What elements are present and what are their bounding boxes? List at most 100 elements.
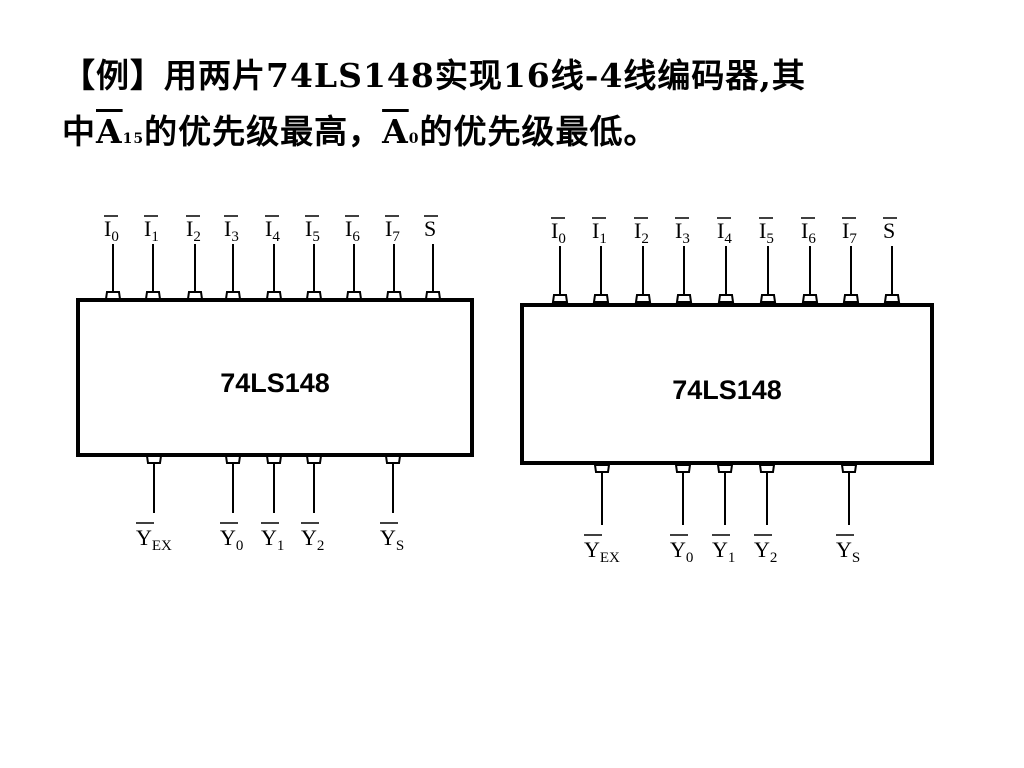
input-pin-i1: I1 xyxy=(144,215,162,300)
pin-connector xyxy=(883,294,901,303)
pin-connector xyxy=(840,464,858,473)
pin-connector xyxy=(265,291,283,300)
pin-label: Y2 xyxy=(301,525,324,554)
input-pin-i0: I0 xyxy=(551,217,569,303)
pin-label: I7 xyxy=(385,216,400,245)
a15-symbol: A xyxy=(96,112,123,151)
pin-connector xyxy=(385,291,403,300)
pin-label: I6 xyxy=(345,216,360,245)
pin-label: I5 xyxy=(759,218,774,247)
pin-label: I3 xyxy=(675,218,690,247)
pin-connector xyxy=(224,455,242,464)
pin-label: I2 xyxy=(634,218,649,247)
output-pin-ys: YS xyxy=(380,455,404,554)
pin-label: Y0 xyxy=(220,525,243,554)
chip-label: 74LS148 xyxy=(220,368,330,398)
output-pin-y0: Y0 xyxy=(670,464,693,566)
output-pin-yex: YEX xyxy=(136,455,172,554)
chip-body xyxy=(520,303,934,465)
example-title: 【例】用两片74LS148实现16线-4线编码器,其 中A15的优先级最高，A0… xyxy=(62,48,1002,167)
input-pin-i3: I3 xyxy=(675,217,693,303)
input-pin-i6: I6 xyxy=(345,215,363,300)
pin-label: I1 xyxy=(144,216,159,245)
pin-label: I7 xyxy=(842,218,857,247)
pin-connector xyxy=(145,455,163,464)
input-pin-i5: I5 xyxy=(305,215,323,300)
pin-connector xyxy=(842,294,860,303)
pin-connector xyxy=(424,291,442,300)
output-pin-ys: YS xyxy=(836,464,860,566)
a0-symbol: A xyxy=(382,112,409,151)
pin-label: I5 xyxy=(305,216,320,245)
input-pin-s: S xyxy=(883,217,901,303)
pin-connector xyxy=(186,291,204,300)
pin-label: YEX xyxy=(136,525,172,554)
chip-label: 74LS148 xyxy=(672,375,782,405)
pin-connector xyxy=(592,294,610,303)
pin-connector xyxy=(384,455,402,464)
pin-connector xyxy=(224,291,242,300)
pin-connector xyxy=(716,464,734,473)
highest-priority-text: 的优先级最高， xyxy=(144,112,383,151)
chip-body xyxy=(76,298,474,457)
pin-connector xyxy=(593,464,611,473)
pin-connector xyxy=(675,294,693,303)
input-pin-i1: I1 xyxy=(592,217,610,303)
pin-label: I1 xyxy=(592,218,607,247)
pin-connector xyxy=(758,464,776,473)
input-pin-s: S xyxy=(424,215,442,300)
pin-label: I0 xyxy=(551,218,566,247)
pin-label: I4 xyxy=(265,216,280,245)
pin-connector xyxy=(717,294,735,303)
input-pin-i2: I2 xyxy=(634,217,652,303)
input-pin-i6: I6 xyxy=(801,217,819,303)
input-pin-i4: I4 xyxy=(717,217,735,303)
title-line-2: 中A15的优先级最高，A0的优先级最低。 xyxy=(62,104,1002,167)
pin-connector xyxy=(144,291,162,300)
output-pin-y0: Y0 xyxy=(220,455,243,554)
pin-label: I4 xyxy=(717,218,732,247)
input-pin-i7: I7 xyxy=(842,217,860,303)
pin-label: I6 xyxy=(801,218,816,247)
output-pin-yex: YEX xyxy=(584,464,620,566)
input-pin-i5: I5 xyxy=(759,217,777,303)
pin-label: Y0 xyxy=(670,537,693,566)
pin-connector xyxy=(305,291,323,300)
pin-connector xyxy=(801,294,819,303)
pin-label: I2 xyxy=(186,216,201,245)
a15-subscript: 15 xyxy=(122,131,145,147)
input-pin-i4: I4 xyxy=(265,215,283,300)
input-pin-i0: I0 xyxy=(104,215,122,300)
title-line-1: 【例】用两片74LS148实现16线-4线编码器,其 xyxy=(62,56,806,95)
pin-label: S xyxy=(424,216,436,241)
pin-connector xyxy=(104,291,122,300)
pin-label: YS xyxy=(836,537,860,566)
input-pin-i3: I3 xyxy=(224,215,242,300)
output-pin-y1: Y1 xyxy=(261,455,284,554)
input-pin-i2: I2 xyxy=(186,215,204,300)
pin-connector xyxy=(265,455,283,464)
output-pin-y1: Y1 xyxy=(712,464,735,566)
pin-label: Y1 xyxy=(712,537,735,566)
pin-label: I0 xyxy=(104,216,119,245)
output-pin-y2: Y2 xyxy=(754,464,777,566)
pin-label: Y2 xyxy=(754,537,777,566)
pin-connector xyxy=(305,455,323,464)
chip-2: 74LS148 I0 I1 I2 I3 I4 I5 I6 I7 S YEX Y0 Y1 Y2 YS xyxy=(520,217,934,566)
chip-1: 74LS148 I0 I1 I2 I3 I4 I5 I6 I7 S YEX Y0 Y1 Y2 YS xyxy=(76,215,474,554)
pin-connector xyxy=(551,294,569,303)
pin-label: YEX xyxy=(584,537,620,566)
pin-connector xyxy=(759,294,777,303)
pin-label: I3 xyxy=(224,216,239,245)
output-pin-y2: Y2 xyxy=(301,455,324,554)
pin-connector xyxy=(674,464,692,473)
lowest-priority-text: 的优先级最低。 xyxy=(419,112,658,151)
pin-connector xyxy=(634,294,652,303)
pin-label: Y1 xyxy=(261,525,284,554)
pin-label: S xyxy=(883,218,895,243)
a0-subscript: 0 xyxy=(408,131,420,147)
pin-label: YS xyxy=(380,525,404,554)
title-prefix: 中 xyxy=(62,112,96,151)
input-pin-i7: I7 xyxy=(385,215,403,300)
